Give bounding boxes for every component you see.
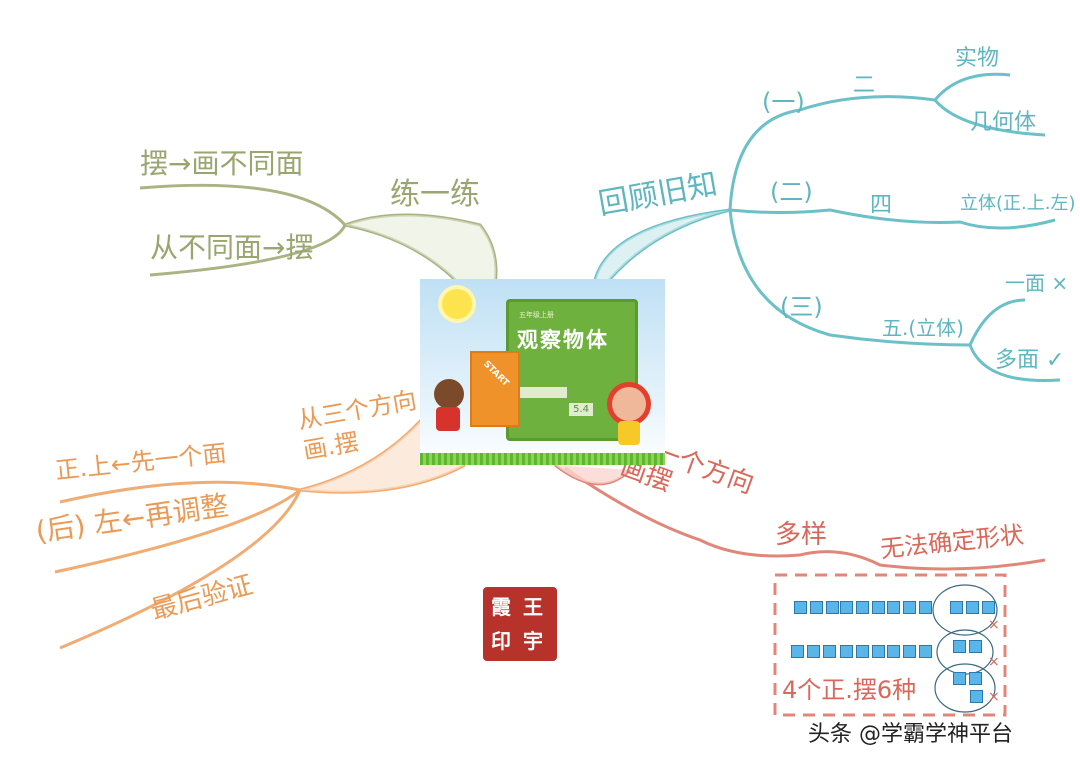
boy-figure: [434, 379, 464, 409]
cube: [826, 601, 839, 614]
red-box-caption: 4个正.摆6种: [782, 676, 917, 704]
seal-char: 印: [491, 629, 511, 653]
cube-arrangement: [840, 645, 885, 658]
cube: [791, 645, 804, 658]
cube: [823, 645, 836, 658]
teal-group-1-label: (一): [762, 88, 805, 116]
cube: [887, 645, 900, 658]
girl-figure: [612, 387, 646, 421]
red-branch-fill: [555, 465, 630, 484]
cube: [969, 640, 982, 653]
cube: [903, 645, 916, 658]
cube: [950, 601, 963, 614]
seal-char: 霞: [491, 595, 511, 619]
green-item-2: 从不同面→摆: [150, 231, 314, 264]
cube: [969, 672, 982, 685]
teal-leaf-5: 多面 ✓: [995, 348, 1065, 373]
cube: [807, 645, 820, 658]
teal-branch-fill: [595, 210, 730, 285]
cube: [953, 672, 966, 685]
cube: [840, 601, 853, 614]
cube: [970, 690, 983, 703]
grade-label: 五年级上册: [519, 311, 554, 319]
grass: [420, 453, 665, 465]
version-label: 5.4: [569, 403, 593, 416]
teal-leaf-2: 几何体: [970, 110, 1037, 135]
cube: [982, 601, 995, 614]
central-illustration: 五年级上册 观察物体 5.4 START: [420, 279, 665, 465]
cube: [856, 601, 869, 614]
cube: [794, 601, 807, 614]
watermark: 头条 @学霸学神平台: [808, 722, 1013, 747]
cube: [810, 601, 823, 614]
sun-icon: [442, 289, 472, 319]
cube-arrangement: [794, 601, 839, 614]
teal-leaf-3: 立体(正.上.左): [960, 193, 1076, 214]
arrangement-box: [773, 573, 1007, 717]
cross-mark-3: ×: [988, 689, 1000, 705]
green-item-1: 摆→画不同面: [140, 147, 304, 180]
cube-arrangement: [840, 601, 885, 614]
teal-leaf-1: 实物: [955, 46, 1000, 71]
teal-group-3-label: (三): [780, 293, 823, 321]
lesson-label: [517, 387, 567, 398]
cube: [872, 601, 885, 614]
cube: [919, 645, 932, 658]
seal-char: 宇: [523, 629, 543, 653]
cube: [903, 601, 916, 614]
teal-group-2-sub: 四: [870, 193, 893, 218]
girl-dress: [618, 421, 640, 445]
teal-group-3-sub: 五.(立体): [882, 316, 964, 340]
cube-arrangement: [950, 601, 995, 614]
cube-arrangement: [887, 601, 932, 614]
teal-leaf-4: 一面 ×: [1005, 271, 1069, 295]
cube-arrangement: [970, 690, 983, 703]
cube: [953, 640, 966, 653]
red-item-1: 多样: [775, 520, 828, 550]
cube-arrangement: [953, 672, 982, 685]
teal-group-2-label: (二): [770, 178, 813, 206]
cube: [856, 645, 869, 658]
teal-group-1-sub: 二: [853, 73, 876, 98]
cube: [887, 601, 900, 614]
cube: [840, 645, 853, 658]
cube-arrangement: [791, 645, 836, 658]
green-branch-fill: [345, 215, 496, 290]
start-sign: START: [470, 351, 520, 427]
seal-stamp: 王 宇 霞 印: [483, 587, 557, 661]
green-branch-label: 练一练: [390, 177, 480, 212]
circle-marks: [932, 584, 998, 713]
cross-mark-2: ×: [988, 654, 1000, 670]
cube: [966, 601, 979, 614]
cross-mark-1: ×: [988, 617, 1000, 633]
cube-arrangement: [953, 640, 982, 653]
start-text: START: [481, 359, 511, 389]
title-board: 五年级上册 观察物体 5.4: [506, 299, 638, 441]
boy-shirt: [436, 407, 460, 431]
seal-char: 王: [523, 595, 543, 619]
cube: [872, 645, 885, 658]
cube-arrangement: [887, 645, 932, 658]
central-title: 观察物体: [517, 328, 609, 352]
cube: [919, 601, 932, 614]
